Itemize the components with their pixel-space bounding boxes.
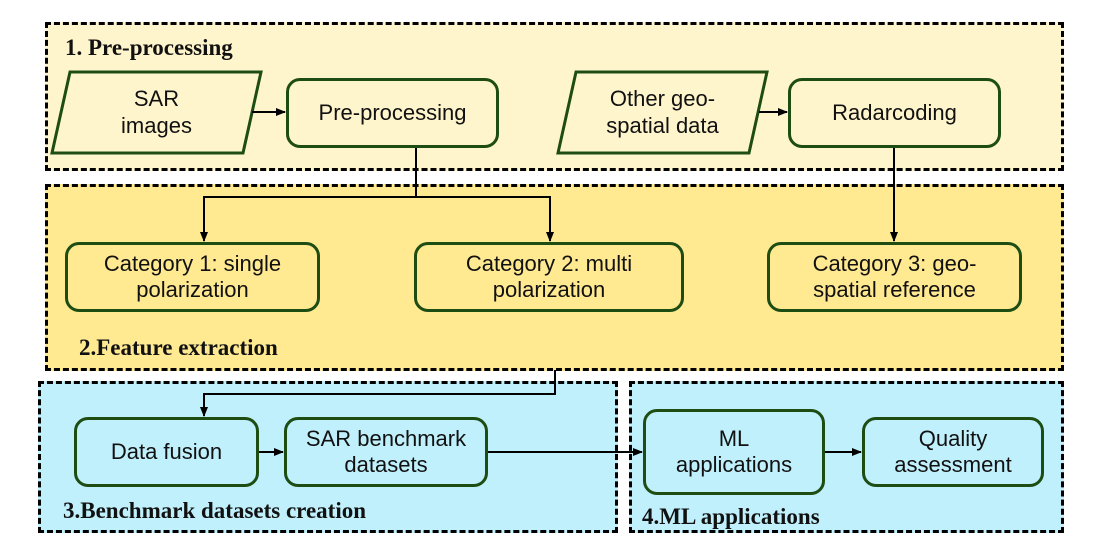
node-category-2[interactable]: Category 2: multi polarization <box>414 242 684 312</box>
node-label: Category 1: single polarization <box>103 250 282 302</box>
section-title-preprocessing: 1. Pre-processing <box>65 35 233 60</box>
node-label: SAR benchmark datasets <box>305 425 467 477</box>
node-other-geospatial-data[interactable]: Other geo- spatial data <box>556 70 769 155</box>
parallelogram-shape <box>556 70 769 155</box>
node-pre-processing[interactable]: Pre-processing <box>286 78 499 148</box>
parallelogram-shape <box>50 70 263 155</box>
node-category-3[interactable]: Category 3: geo- spatial reference <box>767 242 1022 312</box>
section-title-feature-extraction: 2.Feature extraction <box>79 335 278 360</box>
section-title-ml-applications: 4.ML applications <box>642 504 820 529</box>
node-quality-assessment[interactable]: Quality assessment <box>862 417 1044 487</box>
node-sar-benchmark-datasets[interactable]: SAR benchmark datasets <box>284 417 488 487</box>
node-label: Quality assessment <box>894 425 1012 477</box>
node-label: Data fusion <box>110 438 223 464</box>
node-label: Pre-processing <box>318 99 467 125</box>
section-title-benchmark-creation: 3.Benchmark datasets creation <box>63 498 367 523</box>
node-label: Category 2: multi polarization <box>465 250 633 302</box>
node-label: SAR images <box>121 86 192 138</box>
node-radarcoding[interactable]: Radarcoding <box>788 78 1001 148</box>
node-data-fusion[interactable]: Data fusion <box>74 417 259 487</box>
node-category-1[interactable]: Category 1: single polarization <box>65 242 320 312</box>
node-label: ML applications <box>675 425 793 477</box>
node-label: Category 3: geo- spatial reference <box>812 250 977 302</box>
node-sar-images[interactable]: SAR images <box>50 70 263 155</box>
node-label: Radarcoding <box>832 99 957 125</box>
node-ml-applications[interactable]: ML applications <box>643 409 825 495</box>
node-label: Other geo- spatial data <box>606 86 719 138</box>
